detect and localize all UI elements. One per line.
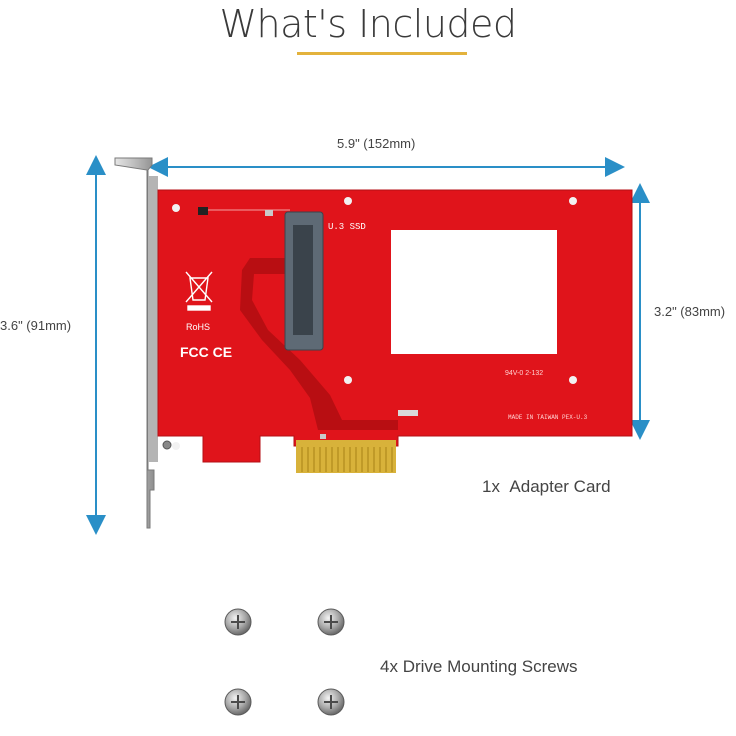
screw-icon: [317, 608, 345, 636]
model-text: MADE IN TAIWAN PEX-U.3: [508, 414, 588, 421]
screw-icon: [224, 688, 252, 716]
rohs-label: RoHS: [186, 322, 211, 332]
adapter-card-name: Adapter Card: [509, 477, 611, 496]
connector-label: U.3 SSD: [328, 222, 366, 232]
height-left-dimension-label: 3.6" (91mm): [0, 318, 72, 333]
screw-icon: [317, 688, 345, 716]
screws-caption: 4x Drive Mounting Screws: [380, 657, 577, 677]
blank-label: [391, 230, 557, 354]
adapter-card-quantity: 1x: [482, 477, 500, 496]
width-dimension-label: 5.9" (152mm): [337, 136, 416, 151]
title-underline: [297, 52, 467, 55]
adapter-card-pcb: [157, 189, 633, 473]
height-right-dimension-label: 3.2" (83mm): [654, 304, 726, 319]
fcc-ce-label: FCC CE: [180, 344, 233, 360]
screws-quantity: 4x: [380, 657, 398, 676]
screws-name: Drive Mounting Screws: [402, 657, 578, 676]
screw-icon: [224, 608, 252, 636]
cert-text: 94V-0 2-132: [505, 370, 544, 377]
page-title: What's Included: [219, 2, 517, 46]
adapter-card-caption: 1x Adapter Card: [482, 477, 611, 497]
weee-bin-icon: [185, 271, 213, 311]
